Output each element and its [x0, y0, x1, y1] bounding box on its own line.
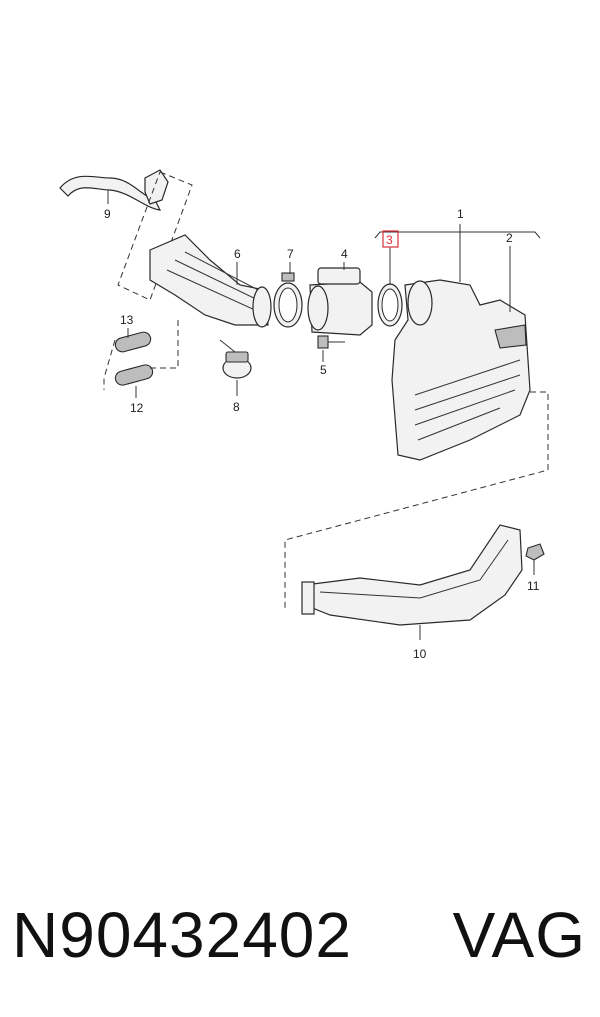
brand-label: VAG	[452, 899, 586, 971]
callout-1: 1	[457, 207, 464, 221]
callout-5: 5	[320, 363, 327, 377]
bracket-part	[301, 524, 523, 640]
part-number: N90432402	[12, 899, 352, 971]
seal-ring-part	[377, 247, 403, 327]
bolt-part	[317, 335, 345, 362]
air-filter-housing-part	[374, 224, 541, 461]
callout-9: 9	[104, 207, 111, 221]
callout-13: 13	[120, 313, 134, 327]
callout-3: 3	[386, 233, 393, 247]
parts-diagram: 9 6 7 4 1 2 3 5 13 12 8 11 10	[59, 169, 549, 661]
foam-pads-outline-upper	[150, 320, 179, 369]
callout-12: 12	[130, 401, 144, 415]
callout-8: 8	[233, 400, 240, 414]
bracket-group-outline	[284, 391, 549, 610]
part-footer: N90432402 VAG	[0, 880, 600, 990]
breather-hose-group-outline	[117, 171, 193, 301]
callout-2: 2	[506, 231, 513, 245]
hose-clamp-part	[273, 262, 303, 328]
callout-11: 11	[527, 579, 540, 593]
callout-6: 6	[234, 247, 241, 261]
intake-hose-part	[149, 234, 272, 328]
foam-pads-outline-lower	[103, 339, 116, 390]
callout-7: 7	[287, 247, 294, 261]
callout-4: 4	[341, 247, 348, 261]
air-mass-meter-part	[307, 262, 373, 336]
small-clamp-part	[219, 339, 252, 396]
callout-10: 10	[413, 647, 427, 661]
foam-pads-part	[114, 328, 154, 398]
breather-hose-part	[59, 169, 169, 211]
nut-part	[525, 543, 545, 575]
highlight-box-3	[382, 230, 399, 248]
